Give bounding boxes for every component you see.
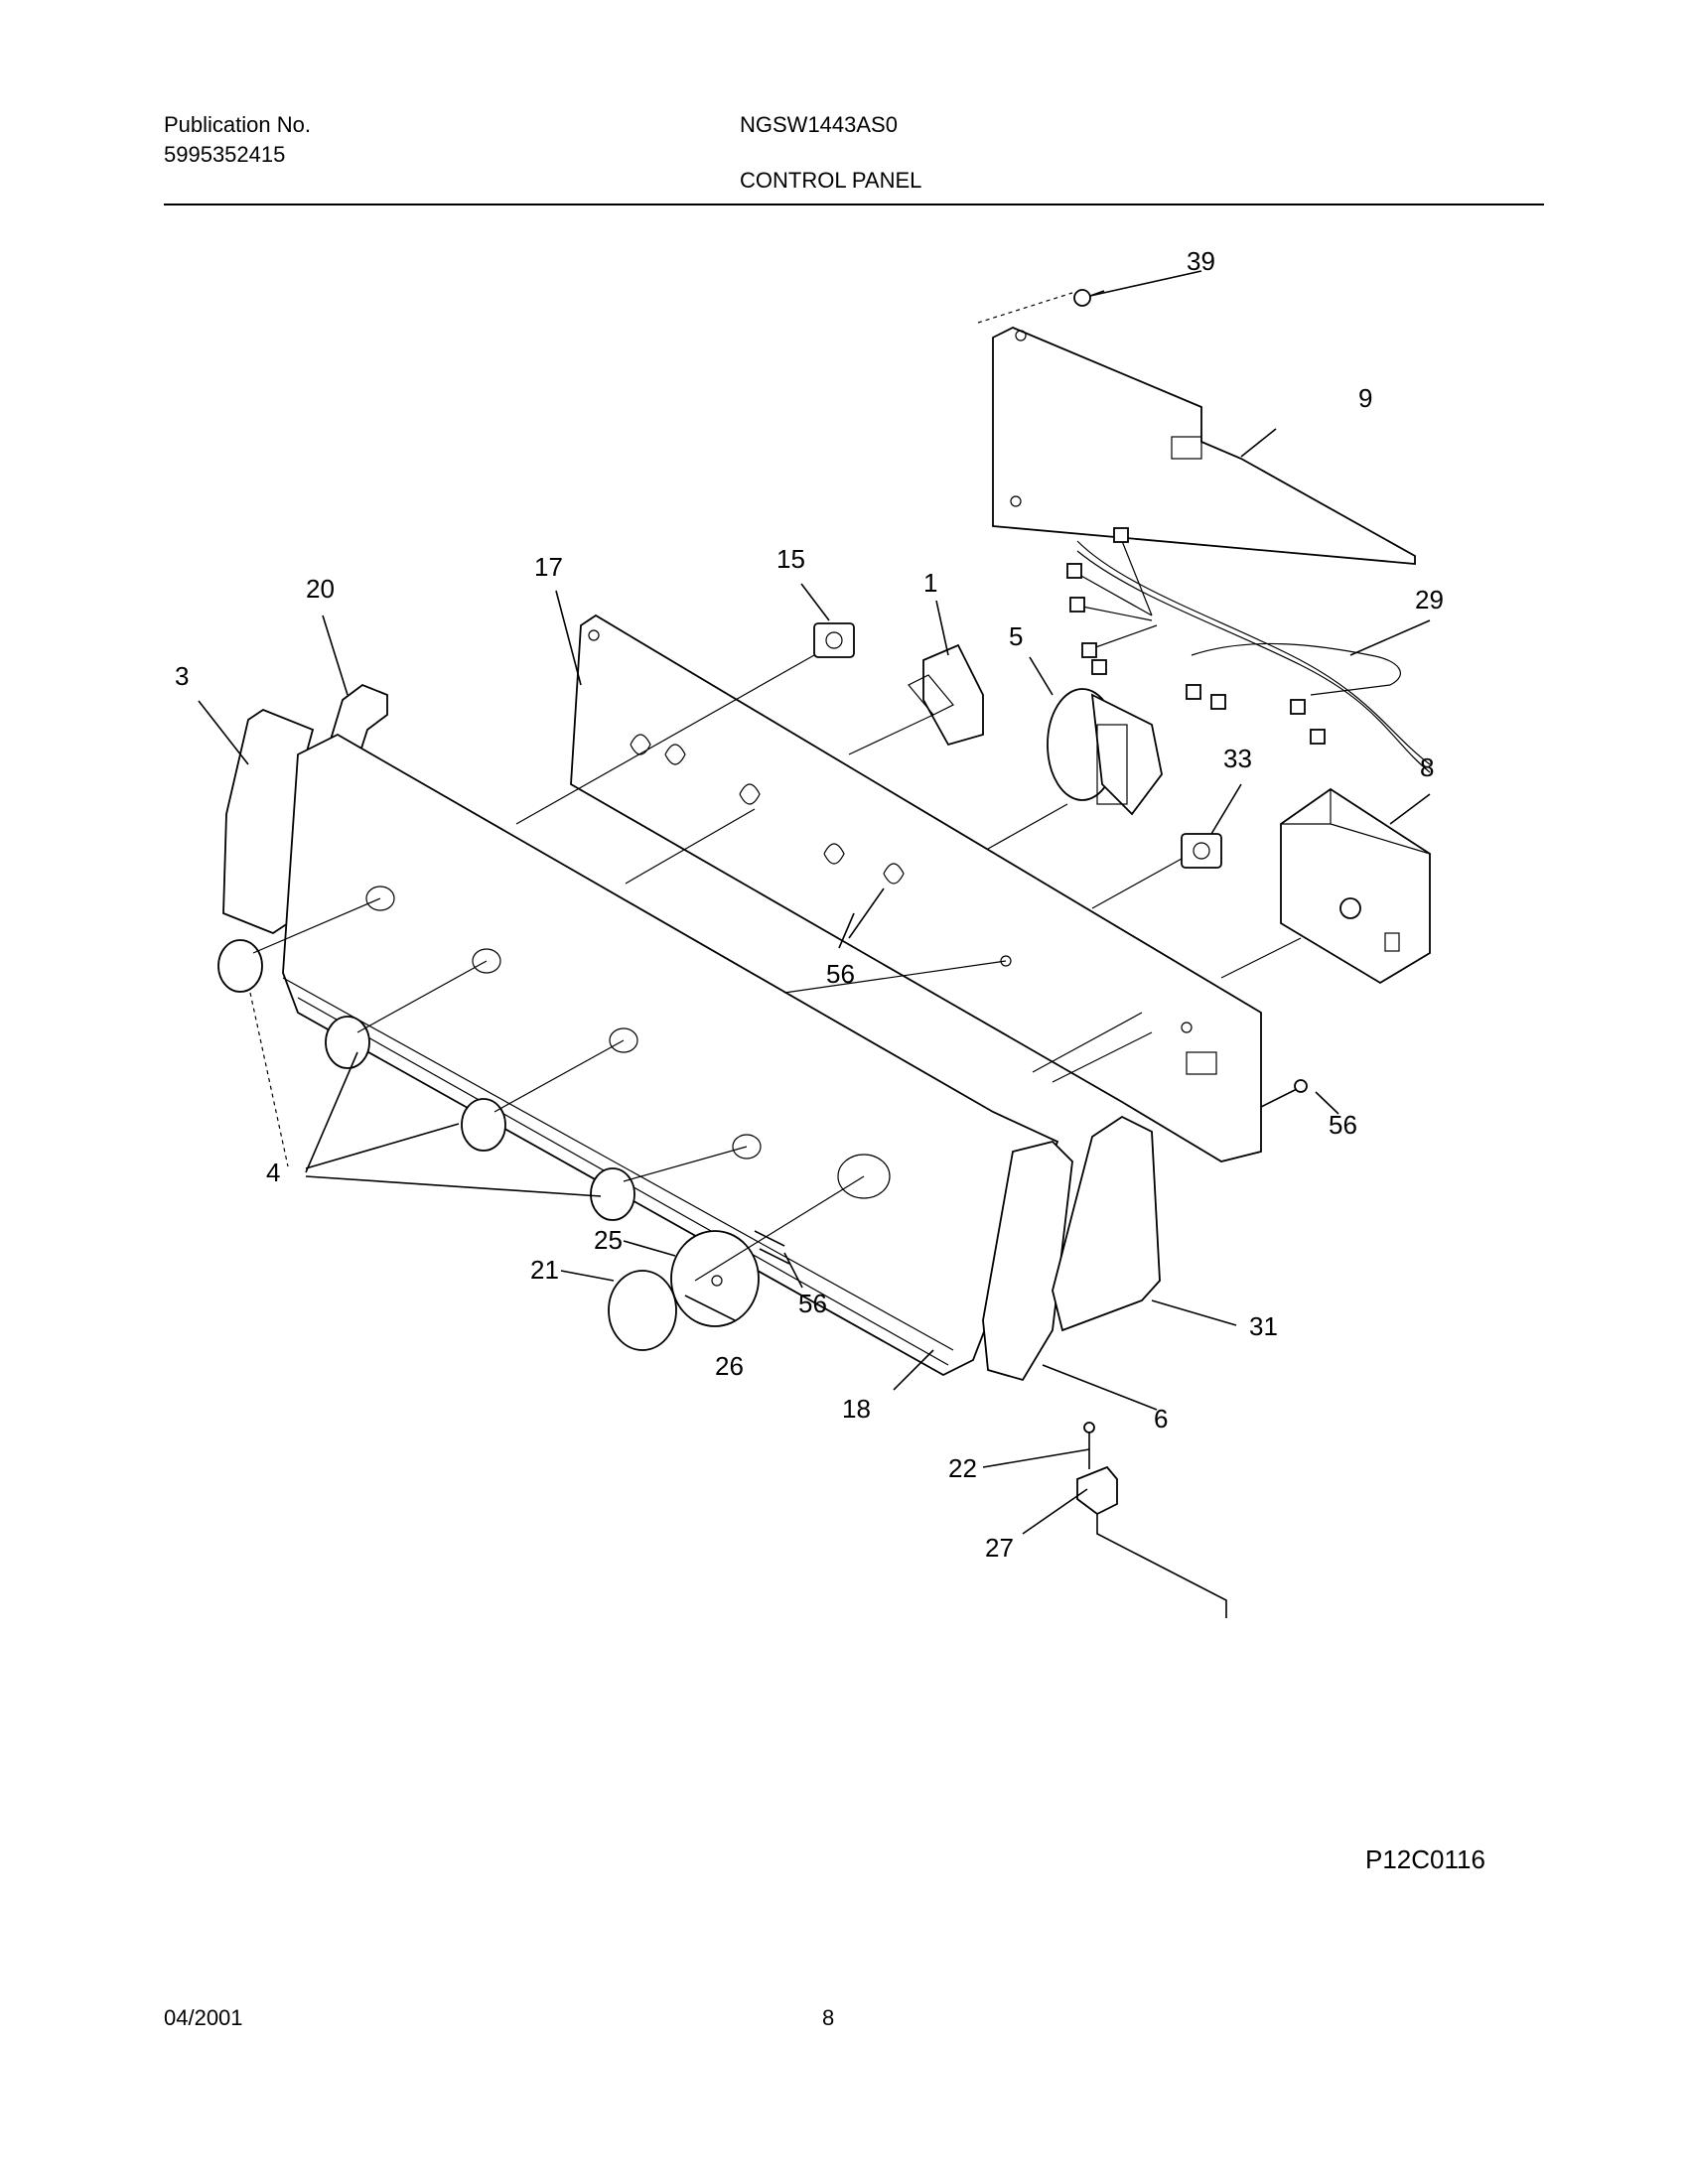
callout-21: 21 bbox=[530, 1255, 559, 1285]
dial-25 bbox=[670, 1230, 760, 1327]
screws-56 bbox=[754, 887, 1308, 1265]
wiring-harness bbox=[1066, 527, 1431, 773]
page-number: 8 bbox=[822, 2005, 835, 2030]
model-number: NGSW1443AS0 bbox=[740, 112, 898, 137]
callout-39: 39 bbox=[1187, 246, 1215, 276]
section-title: CONTROL PANEL bbox=[740, 168, 922, 193]
callout-31: 31 bbox=[1249, 1311, 1278, 1341]
switch-15 bbox=[813, 622, 855, 658]
callout-5: 5 bbox=[1009, 621, 1023, 651]
callout-17: 17 bbox=[534, 552, 563, 582]
rear-cover-panel bbox=[977, 292, 1416, 565]
callout-25: 25 bbox=[594, 1225, 623, 1255]
callout-6: 6 bbox=[1154, 1404, 1168, 1433]
callout-56-lower: 56 bbox=[798, 1289, 827, 1318]
figure-code: P12C0116 bbox=[1365, 1844, 1485, 1874]
header-rule bbox=[164, 204, 1544, 205]
callout-3: 3 bbox=[175, 661, 189, 691]
publication-number: 5995352415 bbox=[164, 142, 286, 167]
control-panel-back-plate bbox=[570, 614, 1262, 1162]
callout-26: 26 bbox=[715, 1351, 744, 1381]
switch-33 bbox=[1181, 833, 1222, 869]
callout-labels: 39 9 29 17 15 1 5 20 3 33 8 56 56 56 4 2… bbox=[175, 246, 1444, 1563]
callout-4: 4 bbox=[266, 1158, 280, 1187]
pressure-switch-5 bbox=[1047, 688, 1163, 816]
timer-knob-21 bbox=[608, 1270, 677, 1351]
callout-22: 22 bbox=[948, 1453, 977, 1483]
publication-label: Publication No. bbox=[164, 112, 311, 137]
callout-29: 29 bbox=[1415, 585, 1444, 614]
screw-22 bbox=[1083, 1422, 1095, 1469]
right-end-cap-6 bbox=[982, 1141, 1073, 1382]
callout-27: 27 bbox=[985, 1533, 1014, 1563]
callout-18: 18 bbox=[842, 1394, 871, 1424]
footer-date: 04/2001 bbox=[164, 2005, 243, 2030]
callout-8: 8 bbox=[1420, 752, 1434, 782]
screw-39 bbox=[1073, 289, 1105, 307]
end-cap-bracket-31 bbox=[1052, 1115, 1161, 1332]
leader-lines bbox=[198, 270, 1431, 1535]
callout-15: 15 bbox=[776, 544, 805, 574]
callout-9: 9 bbox=[1358, 383, 1372, 413]
callout-20: 20 bbox=[306, 574, 335, 604]
callout-56-right: 56 bbox=[1329, 1110, 1357, 1140]
callout-1: 1 bbox=[923, 568, 937, 598]
callout-56-upper: 56 bbox=[826, 959, 855, 989]
selector-switch-1 bbox=[908, 643, 984, 747]
clip-27 bbox=[1076, 1465, 1227, 1618]
callout-33: 33 bbox=[1223, 744, 1252, 773]
assembly-lines bbox=[252, 654, 1302, 1282]
timer-8 bbox=[1280, 787, 1431, 985]
